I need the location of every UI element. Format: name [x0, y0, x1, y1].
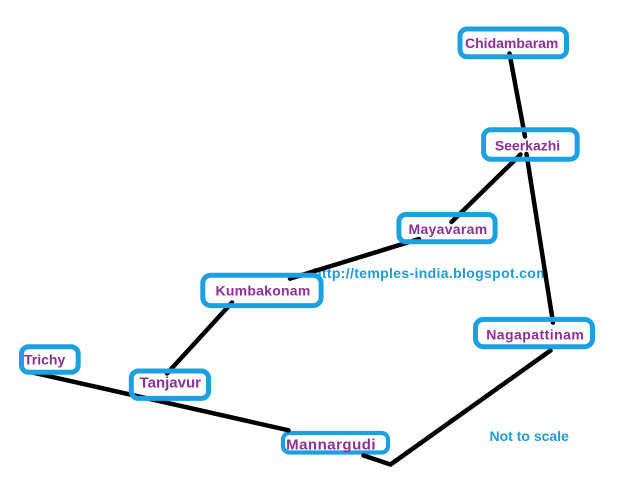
svg-text:Not to scale: Not to scale	[490, 428, 570, 444]
svg-text:http://temples-india.blogspot.: http://temples-india.blogspot.com	[313, 265, 549, 281]
svg-text:Trichy: Trichy	[24, 351, 65, 367]
svg-text:Seerkazhi: Seerkazhi	[495, 138, 560, 154]
svg-text:Mannargudi: Mannargudi	[286, 437, 376, 454]
svg-text:Tanjavur: Tanjavur	[140, 374, 202, 391]
svg-text:Mayavaram: Mayavaram	[409, 221, 488, 237]
svg-text:Nagapattinam: Nagapattinam	[486, 327, 584, 343]
svg-text:Kumbakonam: Kumbakonam	[215, 283, 310, 299]
svg-text:Chidambaram: Chidambaram	[465, 35, 558, 51]
